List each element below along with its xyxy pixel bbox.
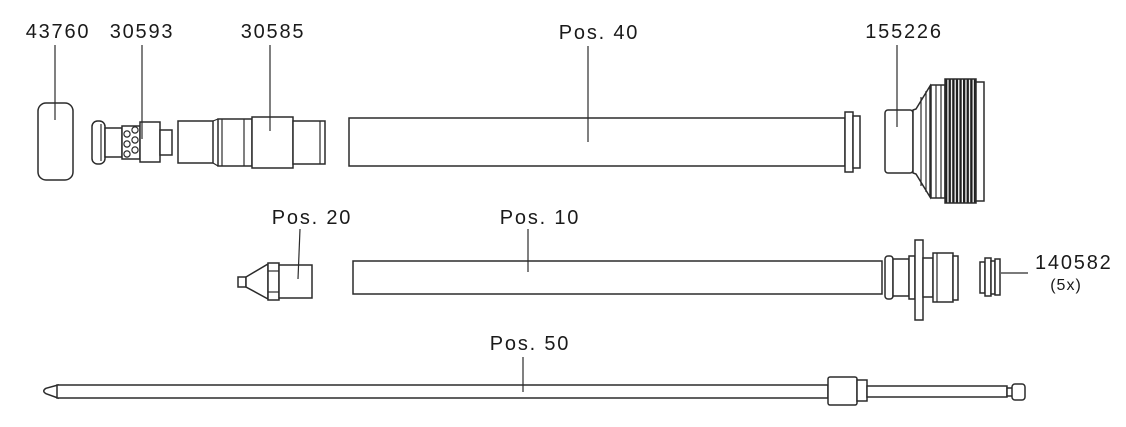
- hub-end-ring: [952, 255, 959, 301]
- part-140582-drawing: [979, 257, 1001, 297]
- label-pos40: Pos. 40: [559, 22, 639, 142]
- part-pos10-drawing: [352, 239, 959, 321]
- vent-hole: [123, 140, 131, 148]
- tube-end-flange: [844, 111, 854, 173]
- vent-holes: [123, 126, 139, 158]
- part-label-43760: 43760: [26, 21, 91, 43]
- outer-tube: [348, 117, 846, 167]
- part-30585-drawing: [177, 116, 326, 169]
- vent-hole: [123, 150, 131, 158]
- seal-band: [984, 257, 992, 297]
- part-pos40-drawing: [348, 111, 861, 173]
- rod-tip: [43, 384, 59, 400]
- part-label-pos20: Pos. 20: [272, 207, 352, 229]
- rod-shaft: [56, 384, 829, 399]
- detail-line: [212, 118, 219, 167]
- label-pos10: Pos. 10: [500, 207, 580, 272]
- sleeve-left-cylinder: [177, 120, 214, 164]
- tube-end-ring: [852, 115, 861, 169]
- part-label-pos50: Pos. 50: [490, 333, 570, 355]
- hub-end-cylinder: [932, 252, 954, 303]
- rod-grip-block: [827, 376, 858, 406]
- sleeve-ring-section: [217, 118, 253, 167]
- coupling-hub: [884, 109, 914, 174]
- inner-tube: [352, 260, 883, 295]
- hub-mid-section: [892, 258, 910, 297]
- nozzle-cone: [245, 262, 269, 301]
- label-30593: 30593: [110, 21, 175, 139]
- part-label-155226: 155226: [865, 21, 943, 43]
- vent-hole: [123, 130, 131, 138]
- label-30585: 30585: [241, 21, 306, 131]
- valve-head-disc: [91, 120, 106, 165]
- vent-hole: [131, 146, 139, 154]
- vent-hole: [131, 136, 139, 144]
- knurl-ring: [944, 78, 977, 204]
- label-155226: 155226: [865, 21, 943, 127]
- valve-collar: [139, 121, 161, 163]
- label-pos20: Pos. 20: [272, 207, 352, 280]
- part-label-pos40: Pos. 40: [559, 22, 639, 44]
- sleeve-center-block: [251, 116, 294, 169]
- part-label-30593: 30593: [110, 21, 175, 43]
- rod-rear-shaft: [866, 385, 1008, 398]
- valve-neck: [104, 127, 123, 158]
- part-label-pos10: Pos. 10: [500, 207, 580, 229]
- part-155226-drawing: [884, 78, 985, 204]
- leader-line-pos20: [297, 228, 301, 280]
- hub-step: [908, 255, 916, 300]
- label-140582: 140582 (5x): [1001, 252, 1113, 294]
- hub-flange: [914, 239, 924, 321]
- part-pos50-drawing: [43, 376, 1026, 406]
- rod-step: [856, 379, 868, 402]
- valve-stub: [159, 129, 173, 156]
- part-label-140582: 140582: [1035, 252, 1113, 274]
- coupling-outer-band: [975, 81, 985, 202]
- label-pos50: Pos. 50: [490, 333, 570, 392]
- seal-band: [994, 258, 1001, 296]
- part-pos20-drawing: [237, 262, 313, 301]
- hub-neck: [922, 257, 934, 298]
- nozzle-collar: [267, 262, 280, 301]
- rod-end-cap: [1011, 383, 1026, 401]
- hub-ring: [884, 255, 894, 300]
- part-label-30585: 30585: [241, 21, 306, 43]
- vent-hole: [131, 126, 139, 134]
- part-30593-drawing: [91, 120, 173, 165]
- coupling-collar: [930, 84, 946, 199]
- nozzle-tip: [237, 276, 247, 288]
- part-qty-140582: (5x): [1050, 277, 1082, 294]
- nozzle-body: [278, 264, 313, 299]
- label-43760: 43760: [26, 21, 91, 120]
